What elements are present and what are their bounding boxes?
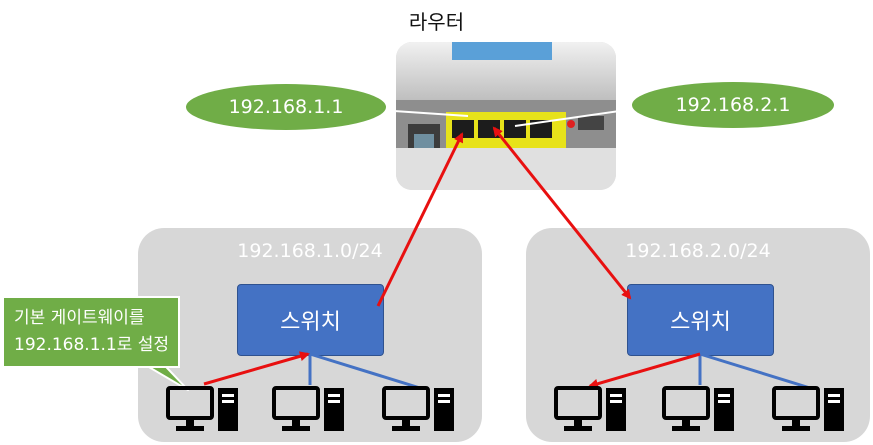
pc-icon xyxy=(662,386,738,434)
router-port1-ip: 192.168.1.1 xyxy=(186,84,386,130)
router-port2-ip: 192.168.2.1 xyxy=(632,82,834,128)
pc-icon xyxy=(166,386,242,434)
callout-line1: 기본 게이트웨이를 xyxy=(14,308,145,328)
right-switch: 스위치 xyxy=(627,284,774,356)
callout-line2: 192.168.1.1로 설정 xyxy=(14,335,170,355)
pc-icon xyxy=(772,386,848,434)
gateway-callout: 기본 게이트웨이를 192.168.1.1로 설정 xyxy=(2,296,180,368)
pc-icon xyxy=(382,386,458,434)
pc-icon xyxy=(272,386,348,434)
router-image xyxy=(396,42,616,190)
pc-icon xyxy=(554,386,630,434)
router-title: 라우터 xyxy=(408,10,465,34)
left-switch: 스위치 xyxy=(237,284,384,356)
right-subnet-label: 192.168.2.0/24 xyxy=(625,240,771,262)
left-subnet-label: 192.168.1.0/24 xyxy=(237,240,383,262)
